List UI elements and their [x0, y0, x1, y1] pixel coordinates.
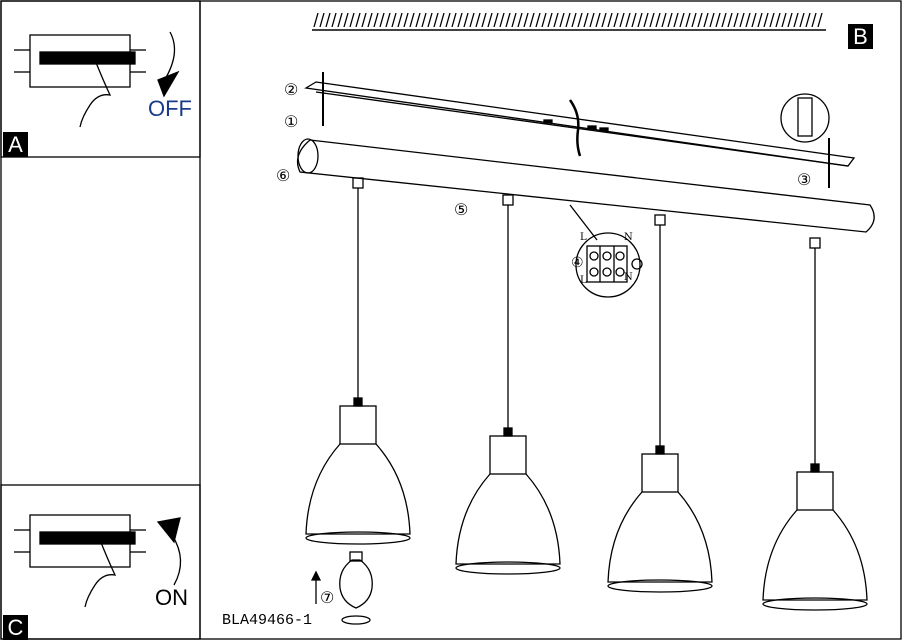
pendant-lamp [455, 194, 561, 575]
pendant-lamp [305, 177, 411, 545]
model-code: BLA49466-1 [222, 612, 313, 629]
wire-n-bottom: N [624, 272, 633, 283]
wall-plug-detail [780, 93, 830, 143]
pendant-lamps [305, 177, 868, 611]
pendant-lamp [762, 237, 868, 611]
circuit-breaker-icon [14, 514, 182, 608]
ceiling-canopy [296, 138, 875, 233]
wire-l-bottom: L [580, 275, 587, 286]
step-6: ⑥ [276, 166, 291, 185]
step-1: ① [284, 112, 299, 131]
pendant-lamp [607, 214, 713, 593]
circuit-breaker-icon [14, 31, 180, 128]
step-2: ② [284, 80, 299, 99]
step-7: ⑦ [320, 588, 335, 607]
step-5: ⑤ [454, 200, 469, 219]
off-label: OFF [148, 96, 192, 121]
wire-l-top: L [580, 232, 587, 243]
panel-c-label: C [3, 615, 28, 640]
terminal-block-detail [569, 204, 643, 298]
panel-b-label: B [848, 24, 873, 49]
ceiling-hatch-lines [313, 12, 823, 28]
panel-a-label: A [3, 132, 28, 157]
mounting-bracket [304, 72, 856, 188]
wire-n-top: N [624, 232, 633, 243]
light-bulb-icon [310, 551, 373, 625]
panel-a-frame [0, 0, 201, 158]
step-4: ④ [571, 255, 584, 271]
on-label: ON [155, 585, 188, 610]
step-3: ③ [797, 170, 812, 189]
panel-c-frame [0, 484, 201, 640]
